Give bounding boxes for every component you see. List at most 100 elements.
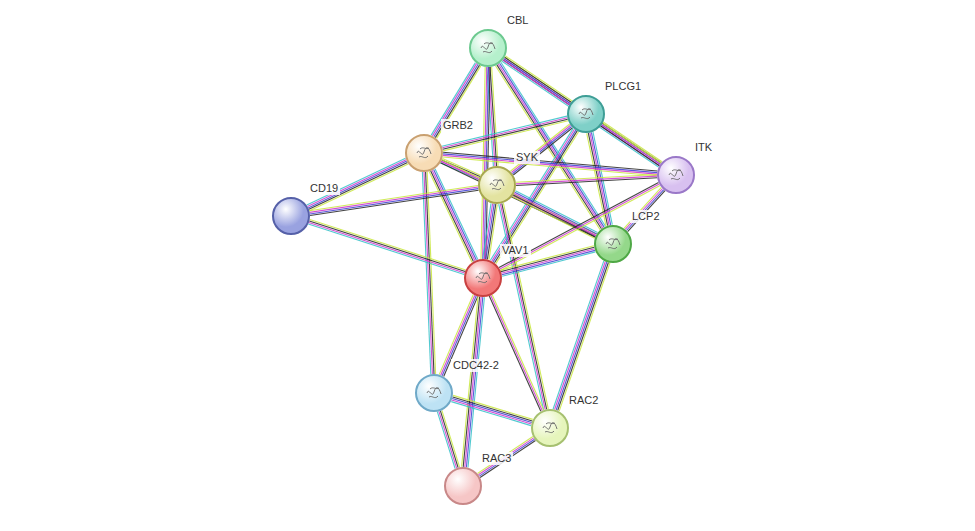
edge-evidence-line	[432, 170, 475, 261]
edge-evidence-line	[515, 192, 597, 234]
edge-evidence-line	[434, 64, 478, 137]
edge-evidence-line	[439, 411, 457, 468]
edge-evidence-line	[453, 397, 533, 421]
edge-evidence-line	[443, 152, 657, 171]
interaction-edge	[429, 169, 478, 262]
interaction-edge	[478, 437, 536, 478]
edge-evidence-line	[308, 161, 407, 208]
node-label: PLCG1	[603, 80, 643, 93]
edge-evidence-line	[603, 123, 662, 163]
edge-evidence-line	[491, 295, 543, 410]
interaction-edge	[516, 175, 657, 186]
interaction-edge	[308, 220, 465, 275]
edge-evidence-line	[492, 295, 544, 410]
edge-evidence-line	[490, 67, 497, 166]
interaction-edge	[451, 395, 532, 425]
node-label: GRB2	[441, 119, 475, 132]
protein-node: RAC2	[531, 409, 569, 447]
edge-evidence-line	[468, 297, 484, 467]
edge-evidence-line	[556, 262, 607, 410]
structure-icon	[424, 383, 444, 403]
interaction-edge	[440, 160, 596, 237]
edge-evidence-line	[466, 297, 482, 467]
edge-evidence-line	[440, 411, 458, 468]
node-label: ITK	[693, 141, 714, 154]
edge-evidence-line	[309, 221, 465, 271]
edge-evidence-line	[555, 262, 606, 410]
edge-evidence-line	[435, 169, 478, 260]
protein-node: GRB2	[405, 134, 443, 172]
edge-evidence-line	[513, 197, 595, 239]
edge-evidence-line	[462, 297, 478, 467]
edge-evidence-line	[628, 191, 665, 232]
edge-evidence-line	[558, 263, 609, 411]
interaction-edge	[483, 203, 498, 259]
edge-evidence-line	[452, 399, 532, 423]
node-label: CDC42-2	[451, 359, 501, 372]
edge-evidence-line	[309, 163, 408, 210]
structure-icon	[414, 143, 434, 163]
edge-evidence-line	[437, 412, 455, 469]
protein-node: SYK	[478, 166, 516, 204]
node-label: RAC3	[480, 452, 513, 465]
edge-evidence-line	[435, 65, 479, 138]
interaction-edge	[513, 191, 598, 238]
edge-evidence-line	[431, 63, 475, 136]
protein-node: CBL	[469, 29, 507, 67]
edge-evidence-line	[502, 203, 547, 409]
edge-evidence-line	[442, 410, 460, 467]
edge-evidence-line	[478, 437, 533, 474]
node-label: LCP2	[630, 210, 662, 223]
node-label: CBL	[505, 14, 530, 27]
edge-evidence-line	[499, 204, 544, 410]
structure-icon	[603, 234, 623, 254]
edge-evidence-line	[480, 441, 535, 478]
edge-evidence-line	[465, 297, 481, 467]
edge-evidence-line	[443, 157, 657, 176]
protein-node: RAC3	[444, 467, 482, 505]
node-label: SYK	[514, 151, 540, 164]
structure-icon	[540, 418, 560, 438]
interaction-edge	[462, 297, 485, 468]
protein-node: LCP2	[594, 225, 632, 263]
edge-evidence-line	[440, 163, 595, 238]
edge-evidence-line	[483, 203, 491, 258]
edge-evidence-line	[625, 189, 662, 230]
edge-evidence-line	[503, 60, 660, 166]
edge-evidence-line	[505, 57, 662, 163]
interaction-edge	[431, 63, 481, 139]
edge-evidence-line	[553, 261, 604, 409]
edge-evidence-line	[443, 155, 657, 174]
structure-icon	[478, 38, 498, 58]
protein-node: VAV1	[464, 259, 502, 297]
edge-evidence-line	[453, 395, 533, 419]
edge-evidence-line	[624, 187, 661, 228]
edge-evidence-line	[502, 61, 659, 167]
edge-evidence-line	[308, 160, 407, 207]
structure-icon	[666, 165, 686, 185]
edge-evidence-line	[500, 204, 545, 410]
edge-evidence-line	[513, 195, 595, 237]
edge-evidence-line	[431, 171, 474, 262]
edge-evidence-line	[501, 62, 606, 226]
edge-evidence-line	[307, 158, 406, 205]
edge-evidence-line	[434, 170, 477, 261]
edge-evidence-line	[501, 185, 661, 270]
edge-evidence-line	[451, 402, 531, 426]
edge-evidence-line	[442, 160, 597, 235]
edge-evidence-line	[479, 439, 534, 476]
edge-evidence-line	[515, 191, 597, 233]
structure-icon	[473, 268, 493, 288]
edge-evidence-line	[463, 297, 479, 467]
interaction-edge	[601, 123, 661, 165]
edge-evidence-line	[626, 190, 663, 231]
edge-evidence-line	[504, 59, 661, 165]
interaction-edge	[502, 56, 662, 167]
interaction-edge	[553, 261, 610, 411]
interaction-edge	[442, 116, 568, 151]
edge-evidence-line	[437, 66, 481, 138]
edge-evidence-line	[506, 56, 663, 162]
node-label: VAV1	[500, 244, 531, 257]
edge-evidence-line	[309, 223, 465, 273]
